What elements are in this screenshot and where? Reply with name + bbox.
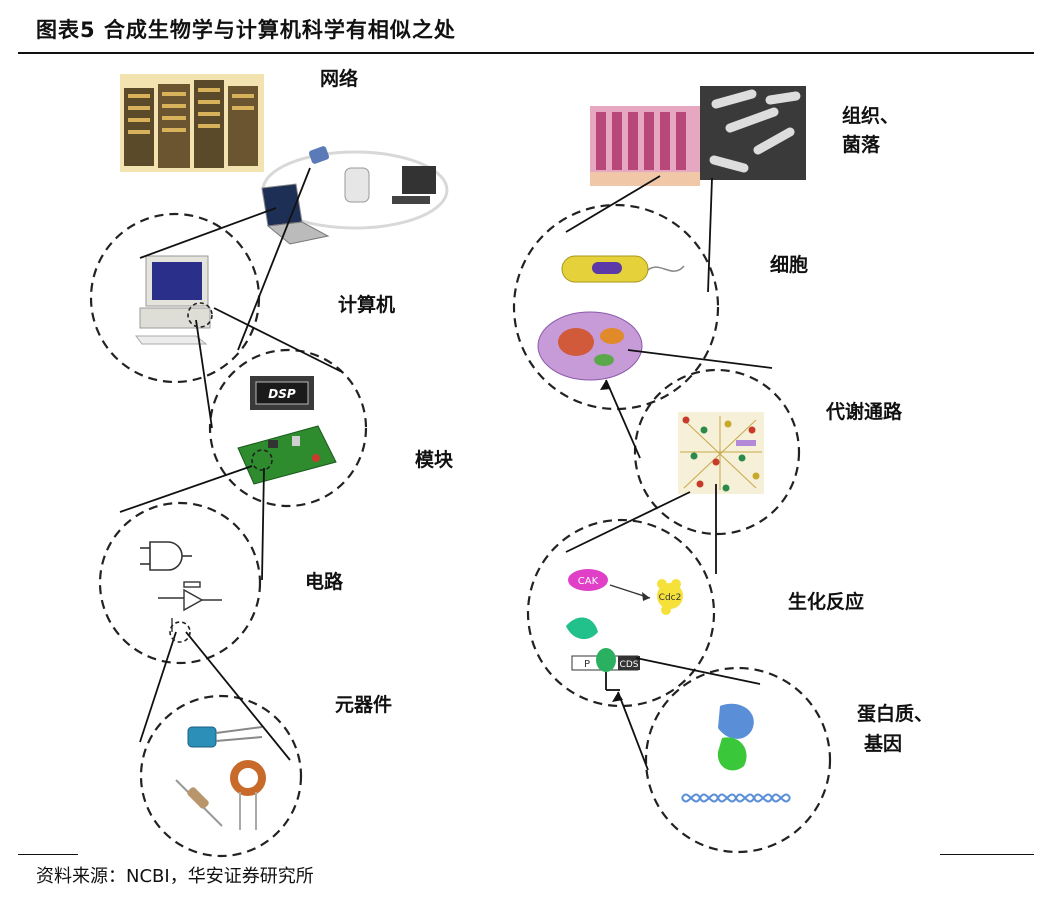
- metabolic-network-icon: [678, 412, 764, 494]
- component-circle: [139, 694, 303, 858]
- computer-icon: [135, 255, 211, 345]
- svg-text:Cdc2: Cdc2: [659, 593, 682, 603]
- tissue-image: [590, 106, 700, 186]
- svg-text:CAK: CAK: [578, 576, 599, 587]
- desktop-icon: [392, 166, 436, 204]
- reaction-circle: [526, 518, 716, 708]
- capacitor-icon: [187, 726, 263, 748]
- metabolic-label: 代谢通路: [825, 400, 903, 423]
- svg-text:P: P: [584, 659, 590, 670]
- gene-promoter-icon: P CDS: [566, 617, 640, 672]
- cdc2-protein-icon: Cdc2: [657, 579, 683, 615]
- resistor-icon: [175, 779, 223, 827]
- module-label: 模块: [415, 448, 454, 471]
- source-note: 资料来源：NCBI，华安证券研究所: [36, 866, 314, 887]
- logic-gate-icon: [140, 541, 192, 571]
- network-devices: [261, 146, 449, 245]
- component-label: 元器件: [335, 693, 392, 716]
- cell-circle: [512, 203, 720, 411]
- protein-label-line2: 基因: [863, 732, 902, 755]
- computer-label: 计算机: [338, 293, 395, 316]
- network-label: 网络: [320, 67, 358, 90]
- metabolic-circle: [633, 368, 801, 536]
- bacterium-icon: [561, 255, 685, 283]
- top-rule: [18, 52, 1034, 54]
- dsp-chip-icon: DSP: [250, 376, 314, 410]
- protein-circle: [644, 666, 832, 854]
- module-circle: [208, 348, 368, 508]
- circuit-label: 电路: [305, 570, 344, 593]
- protein-structure-icon: [717, 703, 754, 771]
- svg-text:CDS: CDS: [620, 660, 639, 670]
- phone-icon: [308, 146, 330, 164]
- bottom-rule-left: [18, 854, 78, 855]
- figure-title: 图表5 合成生物学与计算机科学有相似之处: [36, 18, 456, 42]
- laptop-icon: [261, 183, 330, 245]
- left-connectors: [119, 167, 343, 761]
- router-icon: [344, 167, 370, 203]
- protein-label-line1: 蛋白质、: [857, 702, 933, 725]
- cak-protein-icon: CAK: [568, 569, 608, 591]
- bottom-rule-right: [940, 854, 1034, 855]
- cell-label: 细胞: [770, 253, 808, 276]
- tissue-label-line1: 组织、: [842, 104, 899, 127]
- svg-text:DSP: DSP: [268, 387, 296, 401]
- inductor-icon: [230, 760, 266, 830]
- bacteria-colony-image: [700, 86, 806, 180]
- server-room-image: [120, 74, 264, 172]
- reaction-label: 生化反应: [788, 590, 864, 613]
- tissue-label-line2: 菌落: [842, 133, 881, 156]
- op-amp-icon: [158, 581, 222, 632]
- eukaryotic-cell-icon: [537, 311, 643, 381]
- dna-helix-icon: [681, 793, 791, 803]
- circuit-circle: [98, 501, 262, 665]
- right-connectors: [565, 175, 773, 771]
